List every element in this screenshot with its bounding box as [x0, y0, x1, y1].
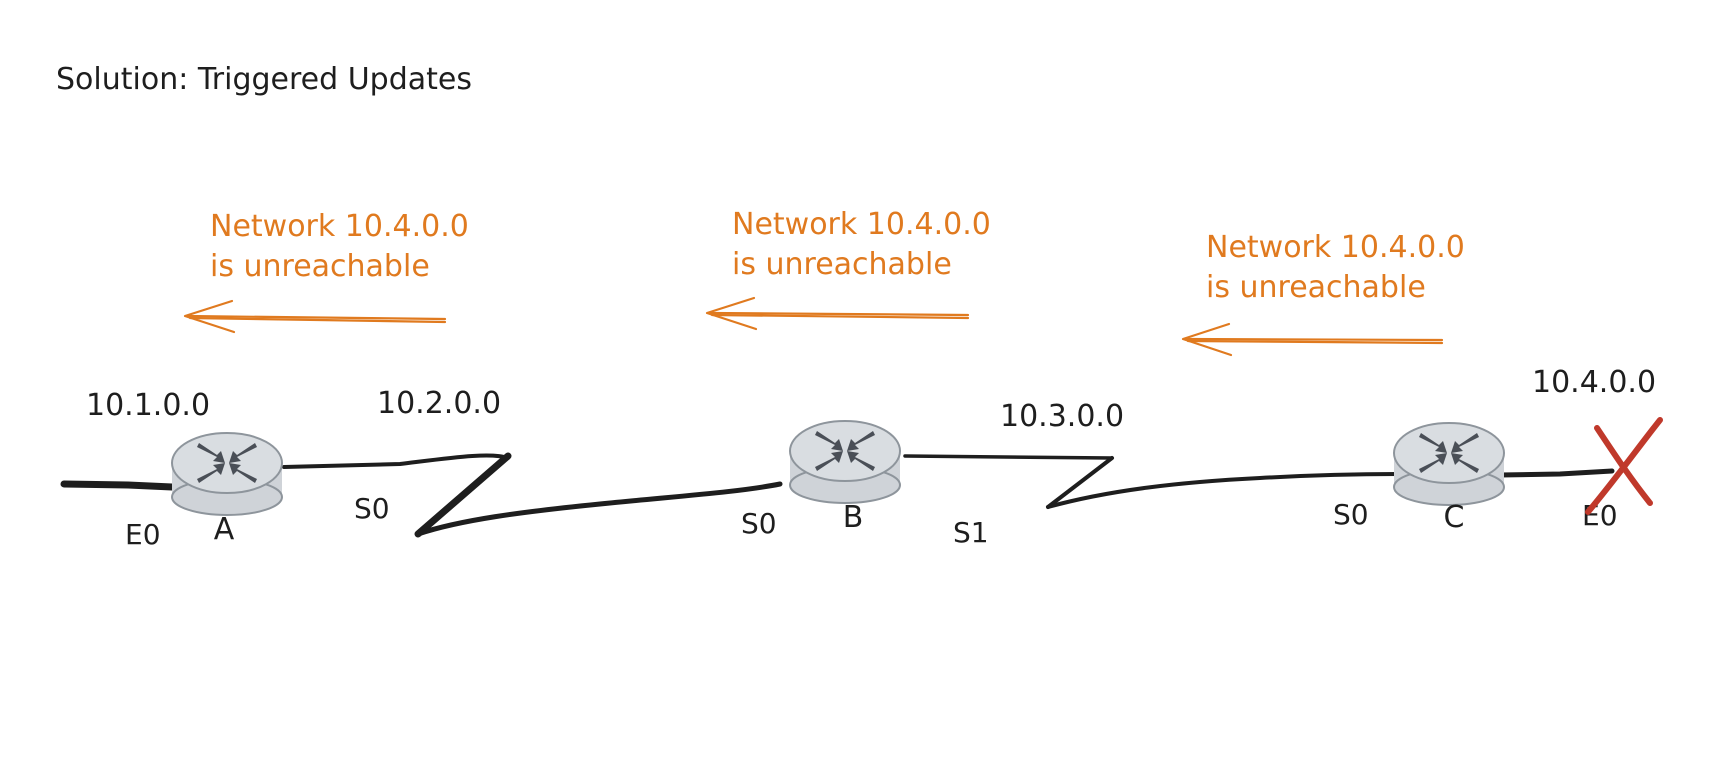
interface-label-a-s0: S0: [354, 492, 390, 525]
diagram-title: Solution: Triggered Updates: [56, 62, 472, 97]
link-10-2-0-0-lower: [415, 481, 783, 537]
left-arrow-icon: [183, 299, 447, 334]
link-10-1-0-0: [60, 480, 176, 491]
link-10-3-0-0-lower: [1046, 472, 1400, 509]
router-a[interactable]: [171, 432, 283, 516]
update-line2: is unreachable: [210, 249, 430, 284]
link-10-2-0-0-upper: [282, 453, 510, 469]
network-label-10-4-0-0: 10.4.0.0: [1532, 365, 1656, 400]
link-10-3-0-0-zigzag: [1046, 456, 1114, 509]
link-10-3-0-0-upper: [903, 454, 1114, 460]
router-icon: [171, 432, 283, 516]
interface-label-b-s0: S0: [741, 507, 777, 540]
interface-label-c-s0: S0: [1333, 498, 1369, 531]
interface-label-b-s1: S1: [953, 516, 989, 549]
update-line2: is unreachable: [1206, 270, 1426, 305]
link-10-4-0-0: [1497, 468, 1615, 478]
router-b-label: B: [843, 500, 864, 535]
network-label-10-2-0-0: 10.2.0.0: [377, 386, 501, 421]
router-icon: [1393, 422, 1505, 506]
left-arrow-icon: [1181, 322, 1444, 357]
router-c[interactable]: [1393, 422, 1505, 506]
network-label-10-1-0-0: 10.1.0.0: [86, 388, 210, 423]
red-x-icon: [1585, 417, 1663, 515]
update-message-c: Network 10.4.0.0 is unreachable: [1181, 230, 1465, 357]
left-arrow-icon: [705, 296, 970, 331]
link-10-2-0-0-zigzag: [414, 452, 512, 538]
router-a-label: A: [214, 512, 235, 547]
interface-label-c-e0: E0: [1582, 499, 1618, 532]
router-c-label: C: [1444, 500, 1465, 535]
update-line2: is unreachable: [732, 247, 952, 282]
network-label-10-3-0-0: 10.3.0.0: [1000, 399, 1124, 434]
network-links: [60, 452, 1615, 538]
update-line1: Network 10.4.0.0: [210, 209, 469, 244]
router-b[interactable]: [789, 420, 901, 504]
update-line1: Network 10.4.0.0: [1206, 230, 1465, 265]
update-line1: Network 10.4.0.0: [732, 207, 991, 242]
interface-label-a-e0: E0: [125, 518, 161, 551]
update-message-b: Network 10.4.0.0 is unreachable: [705, 207, 991, 331]
update-message-a: Network 10.4.0.0 is unreachable: [183, 209, 469, 334]
router-icon: [789, 420, 901, 504]
